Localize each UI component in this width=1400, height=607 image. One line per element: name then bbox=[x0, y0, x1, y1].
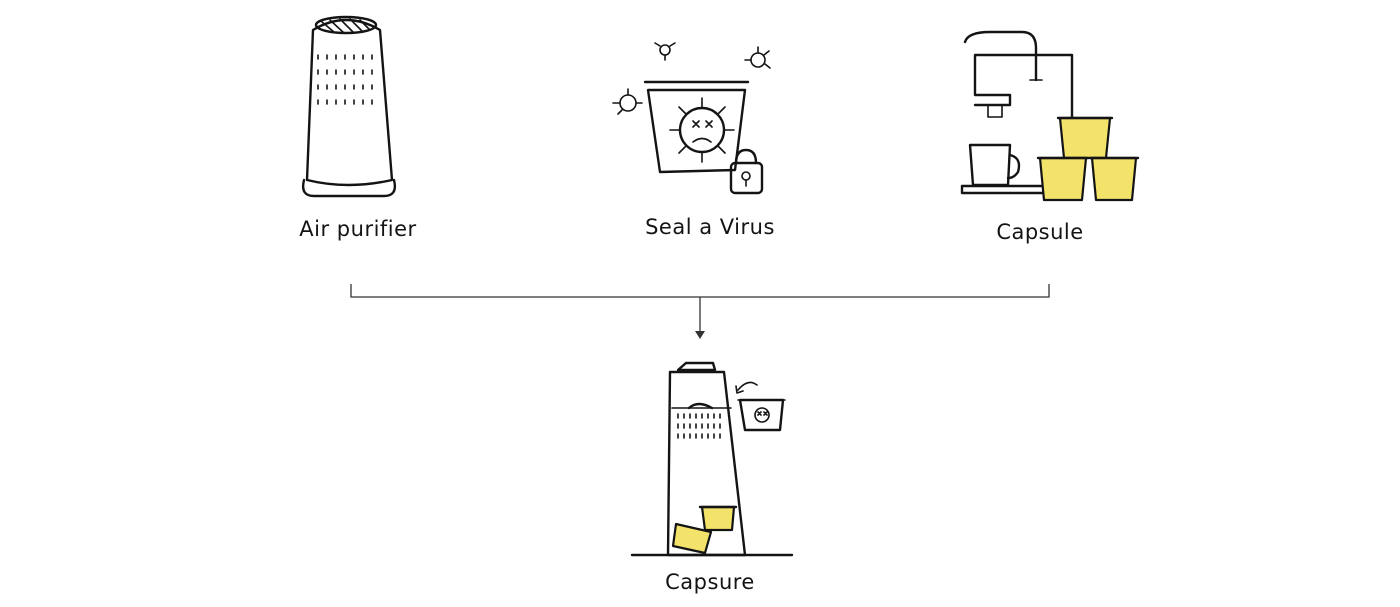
down-arrow-icon bbox=[695, 331, 705, 339]
node-label-capsure: Capsure bbox=[665, 570, 755, 594]
node-label-seal-a-virus: Seal a Virus bbox=[645, 215, 775, 239]
node-label-air-purifier: Air purifier bbox=[299, 217, 417, 241]
connector-lines bbox=[350, 284, 1050, 339]
capsule-coffee-machine-icon bbox=[960, 30, 1140, 202]
sealed-virus-icon bbox=[612, 42, 771, 195]
capsure-device-icon bbox=[630, 361, 794, 557]
air-purifier-icon bbox=[301, 15, 397, 198]
node-label-capsule: Capsule bbox=[996, 220, 1084, 244]
